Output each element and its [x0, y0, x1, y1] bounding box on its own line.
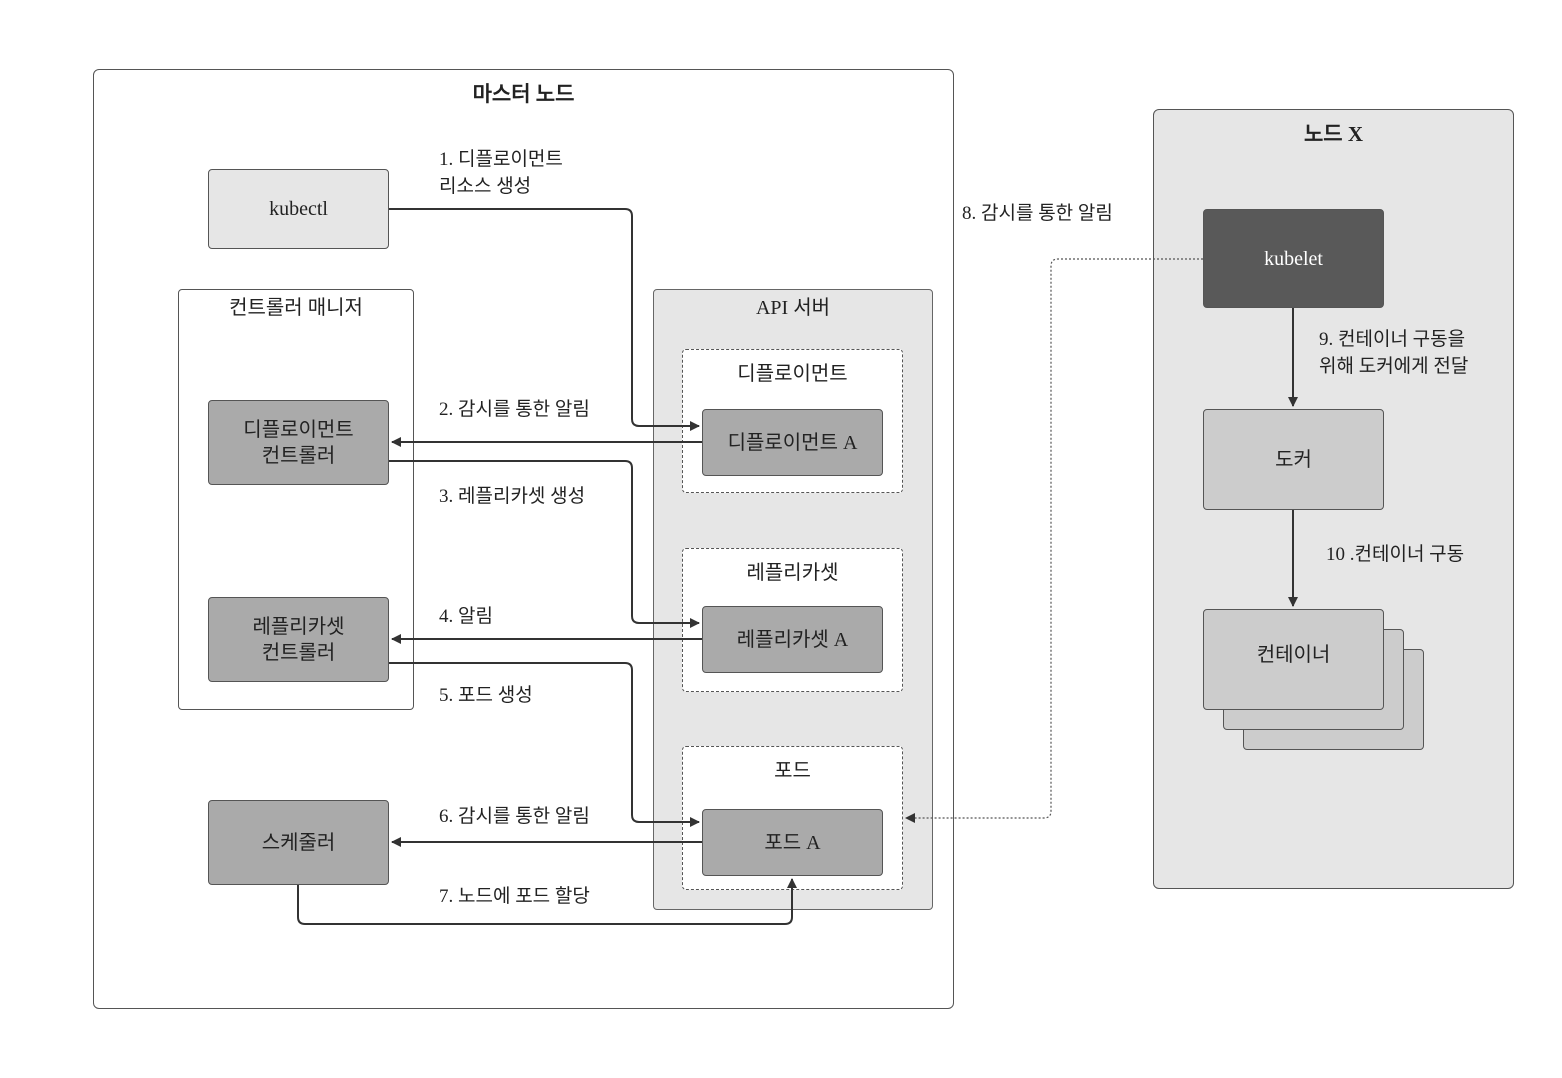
container-label: 컨테이너: [1256, 644, 1331, 666]
api-server-title: API 서버: [755, 297, 831, 319]
kubectl-box[interactable]: kubectl: [208, 169, 389, 249]
replicaset-group-title: 레플리카셋: [746, 562, 839, 584]
step-7-label: 7. 노드에 포드 할당: [439, 886, 590, 907]
step-2-label: 2. 감시를 통한 알림: [439, 399, 590, 420]
step-1-label: 1. 디플로이먼트 리소스 생성: [439, 149, 563, 197]
arrow-step-3: [389, 460, 700, 628]
replicaset-controller-box[interactable]: 레플리카셋 컨트롤러: [208, 597, 389, 682]
kubelet-box[interactable]: kubelet: [1203, 209, 1384, 308]
deployment-group-title: 디플로이먼트: [737, 363, 848, 385]
scheduler-box[interactable]: 스케줄러: [208, 800, 389, 885]
arrow-step-5: [389, 662, 700, 827]
controller-manager-title: 컨트롤러 매니저: [229, 297, 363, 319]
container-box[interactable]: 컨테이너: [1203, 609, 1384, 710]
master-node-title: 마스터 노드: [472, 82, 575, 106]
step-6-label: 6. 감시를 통한 알림: [439, 806, 590, 827]
step-9-label: 9. 컨테이너 구동을 위해 도커에게 전달: [1319, 329, 1469, 377]
docker-label: 도커: [1275, 448, 1312, 471]
scheduler-label: 스케줄러: [261, 831, 336, 854]
deployment-a-label: 디플로이먼트 A: [727, 431, 858, 454]
replicaset-a-box[interactable]: 레플리카셋 A: [702, 606, 883, 673]
arrow-step-8: [905, 258, 1203, 823]
node-x-title: 노드 X: [1303, 122, 1364, 146]
step-8-label: 8. 감시를 통한 알림: [962, 203, 1113, 224]
pod-group-title: 포드: [774, 760, 811, 782]
replicaset-controller-label: 레플리카셋 컨트롤러: [252, 615, 345, 664]
deployment-a-box[interactable]: 디플로이먼트 A: [702, 409, 883, 476]
step-3-label: 3. 레플리카셋 생성: [439, 486, 586, 507]
step-10-label: 10 .컨테이너 구동: [1326, 544, 1465, 565]
step-5-label: 5. 포드 생성: [439, 685, 533, 706]
kubelet-label: kubelet: [1264, 247, 1323, 270]
pod-a-box[interactable]: 포드 A: [702, 809, 883, 876]
pod-a-label: 포드 A: [764, 831, 821, 854]
replicaset-a-label: 레플리카셋 A: [736, 628, 849, 651]
docker-box[interactable]: 도커: [1203, 409, 1384, 510]
arrow-step-1: [389, 208, 700, 431]
deployment-controller-label: 디플로이먼트 컨트롤러: [243, 418, 354, 467]
deployment-controller-box[interactable]: 디플로이먼트 컨트롤러: [208, 400, 389, 485]
arrow-step-7: [297, 878, 797, 925]
kubectl-label: kubectl: [269, 198, 328, 220]
step-4-label: 4. 알림: [439, 606, 493, 627]
